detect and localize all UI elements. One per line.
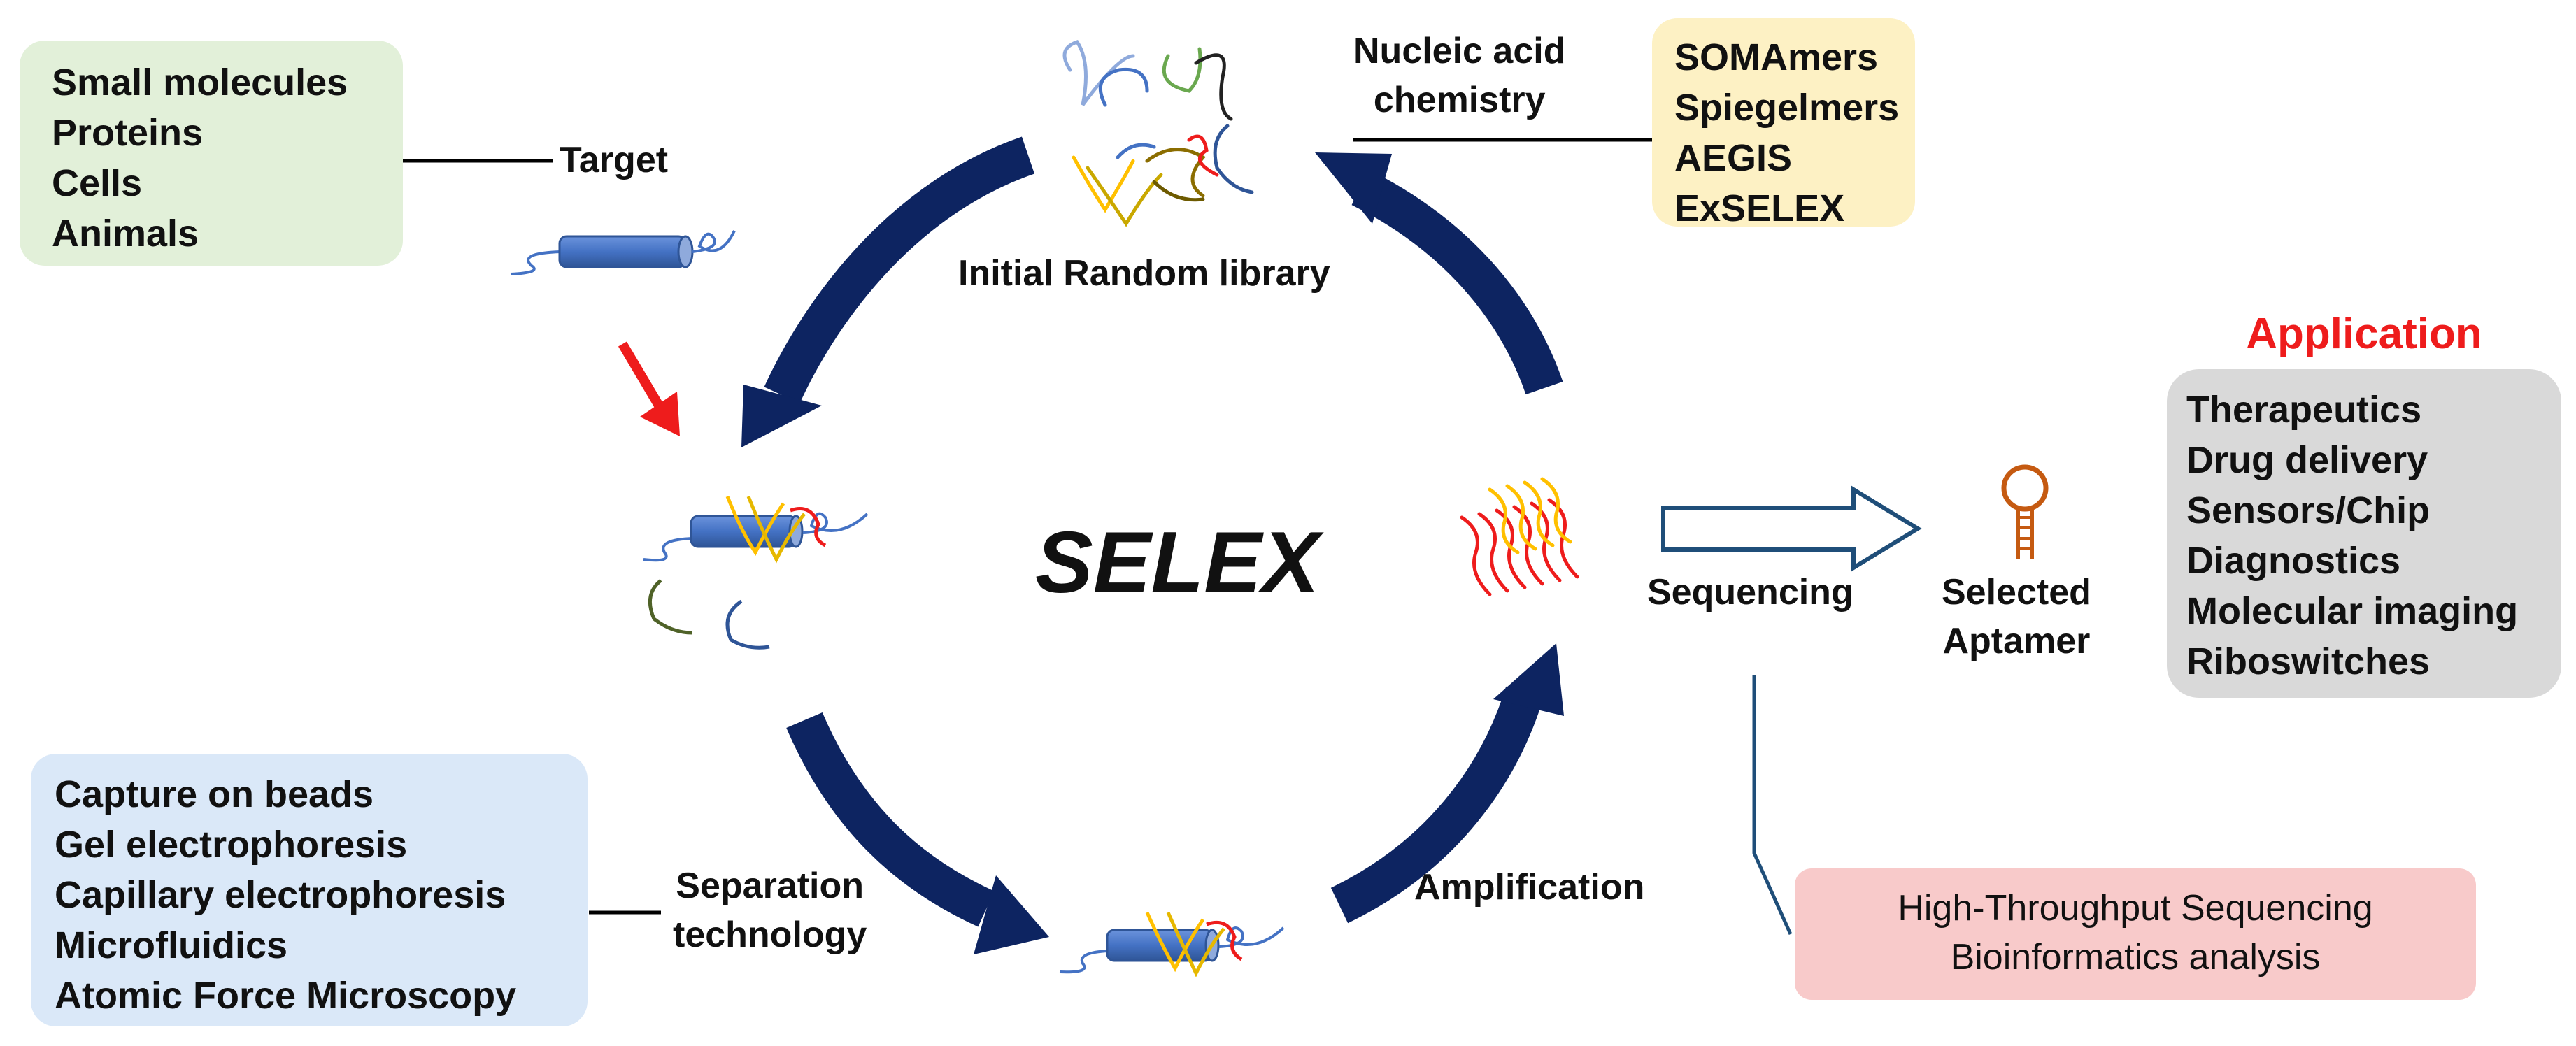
separated-complex-icon — [1059, 911, 1285, 977]
selected-aptamer-line2: Aptamer — [1942, 621, 2091, 661]
application-box: Therapeutics Drug delivery Sensors/Chip … — [2167, 369, 2561, 698]
separation-label-line1: Separation — [676, 866, 864, 906]
cycle-arrow-bottom-right — [1330, 643, 1564, 924]
amplification-label: Amplification — [1414, 867, 1645, 908]
application-item: Riboswitches — [2186, 640, 2431, 682]
separation-label-line2: technology — [673, 915, 867, 955]
hts-item: Bioinformatics analysis — [1950, 937, 2321, 977]
nucleic-item: AEGIS — [1674, 137, 1793, 179]
target-item: Animals — [52, 213, 199, 255]
target-item: Small molecules — [52, 62, 348, 103]
application-item: Drug delivery — [2186, 439, 2428, 481]
cycle-arrow-top-left — [741, 136, 1035, 447]
target-item: Cells — [52, 162, 143, 204]
separation-item: Microfluidics — [55, 924, 288, 966]
red-arrow-icon — [618, 341, 680, 436]
application-title: Application — [2246, 310, 2482, 358]
separation-technology-box: Capture on beads Gel electrophoresis Cap… — [31, 754, 588, 1026]
target-label: Target — [560, 140, 669, 180]
cycle-arrow-bottom-left — [786, 712, 1049, 954]
cycle-arrow-top-right — [1315, 152, 1563, 395]
separation-item: Capture on beads — [55, 773, 374, 815]
nucleic-acid-label: Nucleic acid chemistry — [1353, 27, 1565, 124]
selected-aptamer-label: Selected Aptamer — [1942, 568, 2091, 666]
separation-item: Atomic Force Microscopy — [55, 975, 517, 1017]
nucleic-item: SOMAmers — [1674, 36, 1879, 78]
hts-box: High-Throughput Sequencing Bioinformatic… — [1795, 868, 2476, 1000]
aptamer-icon — [2001, 464, 2049, 559]
application-item: Diagnostics — [2186, 540, 2401, 582]
amplified-strands-icon — [1460, 477, 1579, 596]
connector-hts — [1752, 675, 1793, 936]
separation-item: Gel electrophoresis — [55, 824, 408, 866]
target-types-box: Small molecules Proteins Cells Animals — [20, 41, 403, 266]
nucleic-acid-chemistry-box: SOMAmers Spiegelmers AEGIS ExSELEX — [1652, 18, 1915, 229]
separation-label: Separation technology — [673, 861, 867, 959]
application-item: Sensors/Chip — [2186, 489, 2431, 531]
selex-title: SELEX — [1035, 515, 1320, 611]
hts-item: High-Throughput Sequencing — [1898, 888, 2373, 929]
target-item: Proteins — [52, 112, 204, 154]
nucleic-acid-label-line2: chemistry — [1373, 80, 1546, 120]
bound-complex-icon — [643, 496, 869, 650]
sequencing-label: Sequencing — [1647, 572, 1853, 612]
nucleic-item: ExSELEX — [1674, 187, 1845, 229]
nucleic-item: Spiegelmers — [1674, 87, 1900, 129]
sequencing-arrow-icon — [1661, 485, 1922, 572]
selected-aptamer-line1: Selected — [1942, 572, 2091, 612]
target-molecule-icon — [510, 230, 736, 275]
application-item: Molecular imaging — [2186, 590, 2519, 632]
nucleic-acid-label-line1: Nucleic acid — [1353, 31, 1566, 71]
application-item: Therapeutics — [2186, 389, 2422, 431]
separation-item: Capillary electrophoresis — [55, 874, 506, 916]
random-library-icon — [1062, 40, 1254, 227]
library-label: Initial Random library — [958, 253, 1330, 294]
